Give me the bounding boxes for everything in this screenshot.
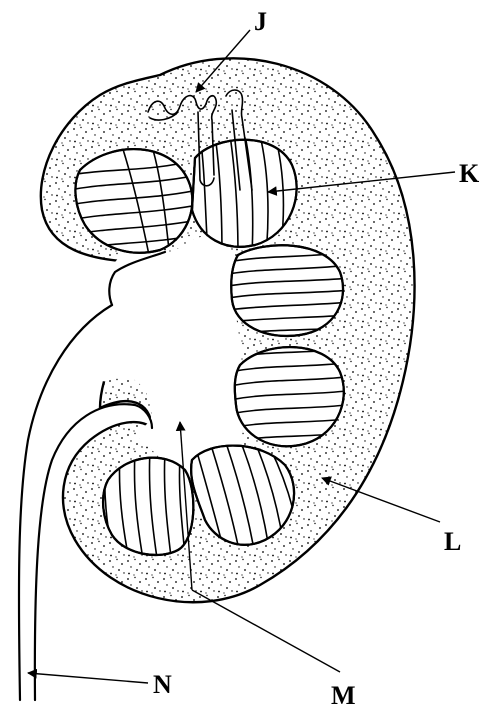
label-l: L [444,527,461,556]
label-k: K [459,159,480,188]
label-j: J [254,7,267,36]
label-n: N [153,670,172,699]
pointer-n [28,673,148,683]
pointer-m [192,590,340,672]
label-m: M [331,681,356,710]
